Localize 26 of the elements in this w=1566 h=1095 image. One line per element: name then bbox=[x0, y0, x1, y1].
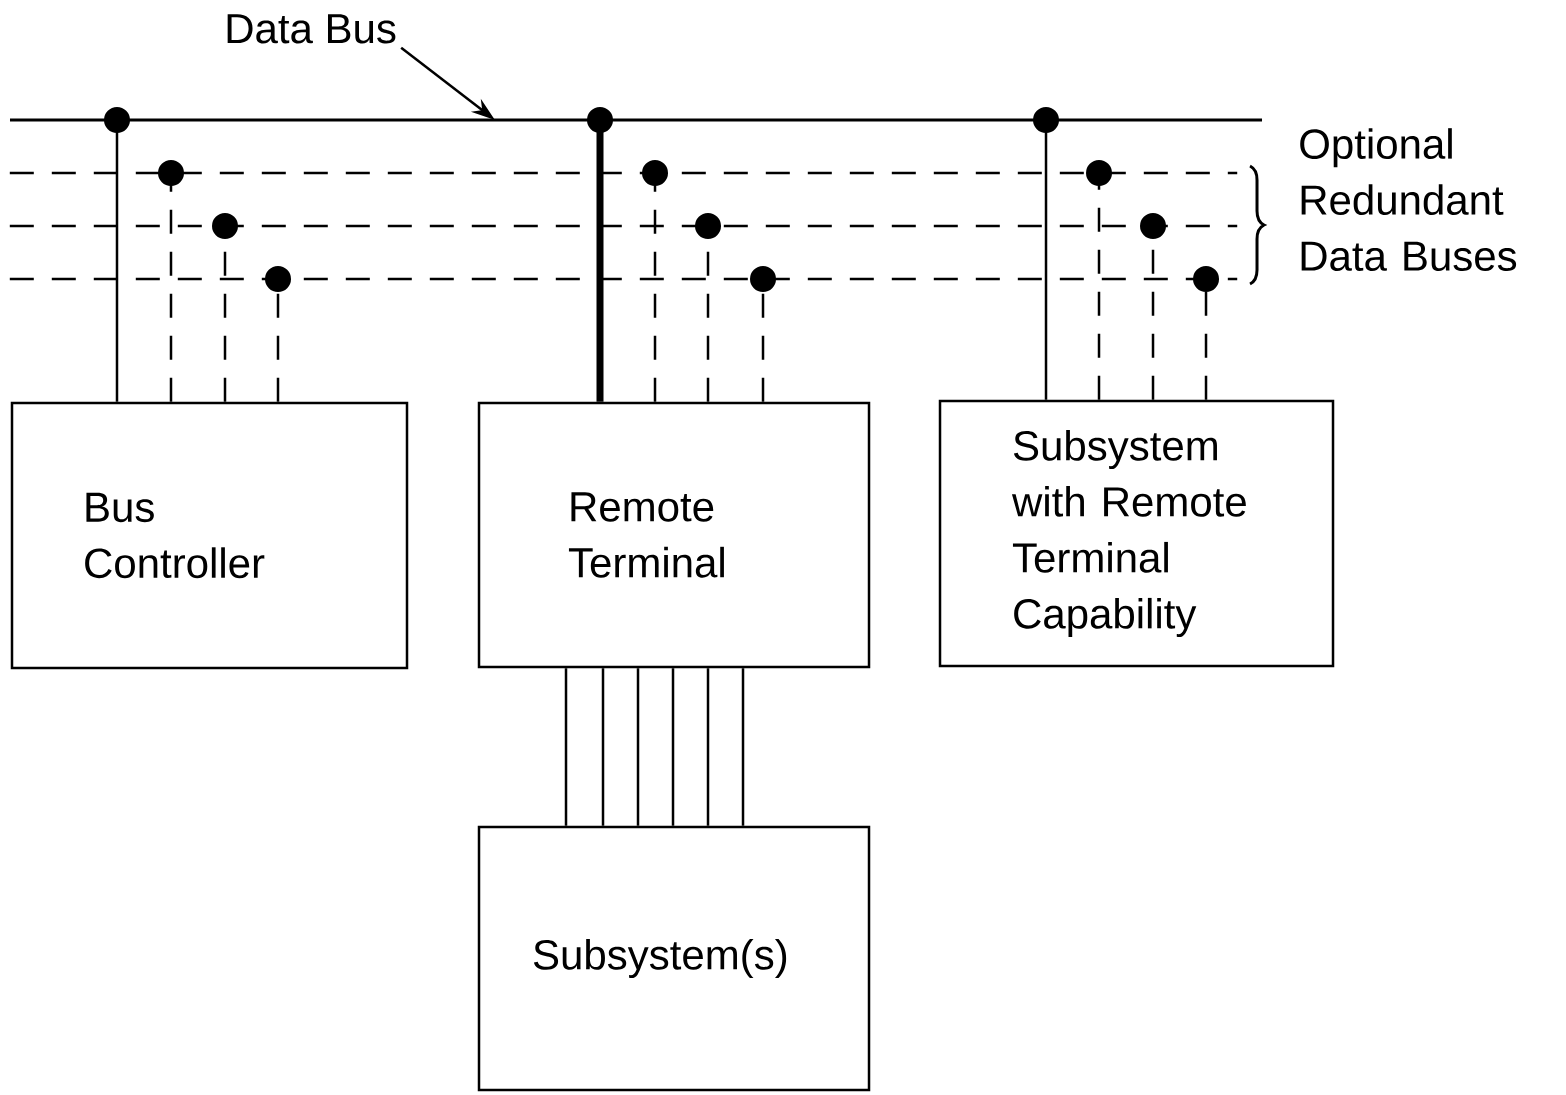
connection-line bbox=[636, 668, 640, 826]
bus-line bbox=[9, 171, 1238, 175]
unit-box: Subsystem with Remote Terminal Capability bbox=[938, 399, 1335, 668]
bus-label: Data Bus bbox=[227, 14, 396, 44]
connection-line bbox=[601, 668, 605, 826]
bus-stub bbox=[265, 266, 291, 402]
bus-stub bbox=[695, 213, 721, 402]
bus-stub bbox=[1193, 266, 1219, 400]
connection-line bbox=[671, 668, 675, 826]
bus-stub bbox=[750, 266, 776, 402]
bus-stub bbox=[1033, 107, 1059, 400]
unit-box: Subsystem(s) bbox=[477, 825, 871, 1092]
bus-stub bbox=[1140, 213, 1166, 400]
bus-line bbox=[9, 277, 1238, 281]
unit-box: Bus Controller bbox=[10, 401, 409, 670]
unit-box: Remote Terminal bbox=[477, 401, 871, 669]
bus-stub bbox=[1086, 160, 1112, 400]
bus-stub bbox=[642, 160, 668, 402]
bus-stub bbox=[158, 160, 184, 402]
bus-line bbox=[9, 224, 1238, 228]
bus-stub bbox=[212, 213, 238, 402]
annotation-text: Optional Redundant Data Buses bbox=[1300, 128, 1517, 272]
connection-line bbox=[706, 668, 710, 826]
connection-line bbox=[564, 668, 568, 826]
bus-stub bbox=[104, 107, 130, 402]
connection-line bbox=[741, 668, 745, 826]
